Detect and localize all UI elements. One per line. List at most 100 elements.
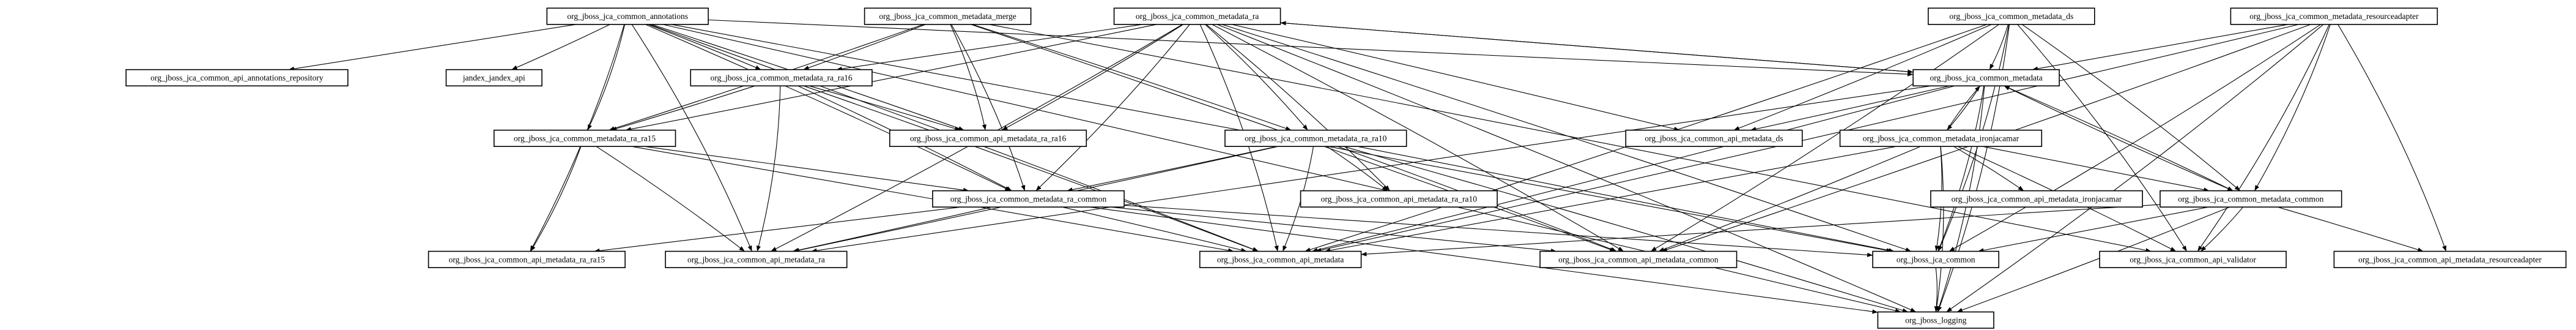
dependency-edge-metadata_resourceadapter-to-logging <box>1946 24 2324 312</box>
package-node-api-metadata: org_jboss_jca_common_api_metadata <box>1199 250 1362 268</box>
dependency-edge-metadata-to-metadata_ironjacamar <box>1946 86 1981 130</box>
package-node-box <box>1625 129 1803 148</box>
package-node-api-metadata-ds: org_jboss_jca_common_api_metadata_ds <box>1625 129 1803 148</box>
package-node-label: org_jboss_jca_common_api_metadata_ironja… <box>1952 194 2122 203</box>
package-node-label: org_jboss_jca_common_metadata <box>1930 73 2042 83</box>
dependency-edge-metadata-to-common <box>1938 86 1985 252</box>
package-node-common: org_jboss_jca_common <box>1872 250 2000 268</box>
package-node-api-metadata-resourceadapter: org_jboss_jca_common_api_metadata_resour… <box>2333 250 2567 268</box>
dependency-edge-metadata_ds-to-api_metadata_common <box>1651 24 1999 252</box>
dependency-edge-metadata_ironjacamar-to-metadata <box>1946 85 1981 130</box>
dependency-edge-metadata_ra-to-metadata_ra_ra10 <box>1205 24 1308 130</box>
package-node-box <box>493 129 676 148</box>
dependency-edge-metadata_ra_common-to-api_metadata <box>1062 206 1247 252</box>
dependency-edge-annotations-to-api_metadata_ra <box>631 24 752 252</box>
dependency-edge-metadata_merge-to-metadata_ra_ra16 <box>803 24 926 70</box>
dependency-edge-metadata_ra_ra15-to-metadata_ra_common <box>644 146 969 192</box>
package-node-box <box>932 190 1125 208</box>
package-node-label: org_jboss_jca_common_metadata_ra <box>1136 12 1259 21</box>
package-node-label: org_jboss_jca_common_metadata_ra_ra15 <box>514 133 656 143</box>
dependency-edge-metadata_ds-to-api_metadata_ds <box>1733 24 1992 131</box>
package-node-label: org_jboss_jca_common_metadata_ra_ra10 <box>1245 133 1386 143</box>
package-node-label: org_jboss_jca_common_api_metadata_ra_ra1… <box>1321 194 1478 203</box>
dependency-edge-metadata_ra_ra16-to-metadata_ra_ra15 <box>611 85 755 131</box>
package-node-box <box>1877 311 1994 329</box>
package-node-label: org_jboss_jca_common <box>1897 255 1975 264</box>
package-node-label: org_jboss_jca_common_metadata_ds <box>1949 12 2073 21</box>
package-node-api-metadata-common: org_jboss_jca_common_api_metadata_common <box>1539 250 1738 268</box>
dependency-edge-metadata_resourceadapter-to-api_metadata_resourceadapter <box>2337 24 2447 252</box>
package-node-api-validator: org_jboss_jca_common_api_validator <box>2099 250 2287 268</box>
dependency-edge-metadata_ra-to-api_metadata_ra_ra16 <box>1002 24 1184 131</box>
dependency-edge-metadata_ironjacamar-to-logging <box>1934 146 1944 312</box>
package-node-metadata-ra: org_jboss_jca_common_metadata_ra <box>1113 7 1281 25</box>
package-node-api-metadata-ra-ra16: org_jboss_jca_common_api_metadata_ra_ra1… <box>889 129 1087 148</box>
dependency-edge-metadata_ironjacamar-to-api_metadata_ironjacamar <box>1953 146 2024 192</box>
dependency-edge-metadata_ra_common-to-common <box>1124 204 1873 257</box>
package-node-label: org_jboss_jca_common_annotations <box>567 12 688 21</box>
dependency-edge-annotations-to-jandex_api <box>511 24 610 70</box>
dependency-edge-metadata-to-api_metadata_ra <box>811 85 1931 253</box>
package-node-metadata-merge: org_jboss_jca_common_metadata_merge <box>864 7 1032 25</box>
package-node-box <box>2160 190 2342 208</box>
dependency-edge-metadata_ra_ra16-to-api_metadata_ra_ra16 <box>809 85 961 131</box>
package-node-label: org_jboss_logging <box>1905 315 1967 324</box>
package-node-label: org_jboss_jca_common_metadata_ra_ra16 <box>711 73 853 83</box>
package-node-box <box>445 69 542 87</box>
dependency-edge-metadata_common-to-api_metadata_resourceadapter <box>2277 206 2424 252</box>
package-node-api-metadata-ra-ra15: org_jboss_jca_common_api_metadata_ra_ra1… <box>427 250 626 268</box>
package-node-box <box>1539 250 1738 268</box>
package-node-box <box>1300 190 1498 208</box>
package-node-box <box>125 69 349 87</box>
package-node-box <box>1113 7 1281 25</box>
package-node-box <box>690 69 873 87</box>
dependency-edge-metadata_ironjacamar-to-api_metadata_common <box>1658 146 1921 252</box>
dependency-edge-metadata_ra-to-logging <box>1216 24 1917 313</box>
dependency-edge-metadata_ironjacamar-to-metadata_common <box>1982 146 2210 192</box>
dependency-edge-metadata_ra_common-to-api_metadata_common <box>1110 206 1556 253</box>
package-node-box <box>889 129 1087 148</box>
dependency-edge-metadata_common-to-api_metadata <box>1361 204 2161 257</box>
package-node-label: org_jboss_jca_common_api_validator <box>2130 255 2256 264</box>
package-node-metadata-resourceadapter: org_jboss_jca_common_metadata_resourcead… <box>2230 7 2438 25</box>
dependency-edge-metadata_common-to-metadata <box>2004 85 2234 192</box>
dependency-edge-annotations-to-metadata <box>708 19 1914 77</box>
dependency-edge-metadata_ds-to-api_validator <box>2017 24 2188 252</box>
dependency-edge-metadata-to-api_metadata <box>1312 85 1955 252</box>
dependency-edge-metadata_ra-to-api_metadata_ds <box>1231 24 1680 131</box>
dependency-edge-metadata_ra_common-to-api_metadata_ra_ra15 <box>594 206 961 253</box>
dependency-edge-metadata_common-to-logging <box>1956 206 2230 313</box>
package-node-label: org_jboss_jca_common_api_metadata_common <box>1558 255 1719 264</box>
package-node-metadata-ra-ra16: org_jboss_jca_common_metadata_ra_ra16 <box>690 69 873 87</box>
package-node-metadata-ds: org_jboss_jca_common_metadata_ds <box>1928 7 2095 25</box>
package-node-box <box>1930 190 2143 208</box>
package-node-box <box>665 250 848 268</box>
dependency-edge-metadata_ra_ra16-to-api_metadata_ra <box>756 86 781 252</box>
package-node-box <box>2230 7 2438 25</box>
package-node-metadata-ra-common: org_jboss_jca_common_metadata_ra_common <box>932 190 1125 208</box>
package-node-label: org_jboss_jca_common_api_metadata_ds <box>1645 133 1783 143</box>
dependency-edge-metadata_common-to-common <box>1978 206 2209 253</box>
dependency-edge-metadata_ra_ra10-to-logging <box>1343 146 1908 313</box>
dependency-edge-metadata_ra-to-metadata_ra_ra16 <box>836 24 1142 71</box>
dependency-edge-metadata_ra-to-api_metadata_ra_ra10 <box>1205 24 1390 191</box>
dependency-edge-metadata_ds-to-metadata_common <box>2021 24 2241 192</box>
package-node-metadata: org_jboss_jca_common_metadata <box>1912 69 2060 87</box>
package-node-metadata-ironjacamar: org_jboss_jca_common_metadata_ironjacama… <box>1839 129 2043 148</box>
dependency-edge-metadata_ra-to-api_metadata_common <box>1212 24 1624 252</box>
package-node-api-metadata-ra: org_jboss_jca_common_api_metadata_ra <box>665 250 848 268</box>
package-node-api-metadata-ironjacamar: org_jboss_jca_common_api_metadata_ironja… <box>1930 190 2143 208</box>
package-node-box <box>1872 250 2000 268</box>
dependency-edge-metadata-to-metadata_ra <box>1280 21 1914 73</box>
package-node-label: org_jboss_jca_common_api_metadata_resour… <box>2358 255 2542 264</box>
package-node-metadata-ra-ra10: org_jboss_jca_common_metadata_ra_ra10 <box>1224 129 1407 148</box>
package-node-api-metadata-ra-ra10: org_jboss_jca_common_api_metadata_ra_ra1… <box>1300 190 1498 208</box>
dependency-edge-annotations-to-metadata_ra_ra16 <box>648 24 761 70</box>
dependency-edge-metadata_ra_ra15-to-api_metadata_ra_ra15 <box>530 146 582 252</box>
package-node-label: org_jboss_jca_common_api_metadata <box>1217 255 1344 264</box>
package-node-jandex-api: jandex_jandex_api <box>445 69 542 87</box>
dependency-edge-metadata_resourceadapter-to-metadata <box>2032 24 2289 71</box>
dependency-edge-metadata_resourceadapter-to-api_validator <box>2197 24 2330 252</box>
dependency-edge-annotations-to-metadata_ra_common <box>645 24 1011 192</box>
